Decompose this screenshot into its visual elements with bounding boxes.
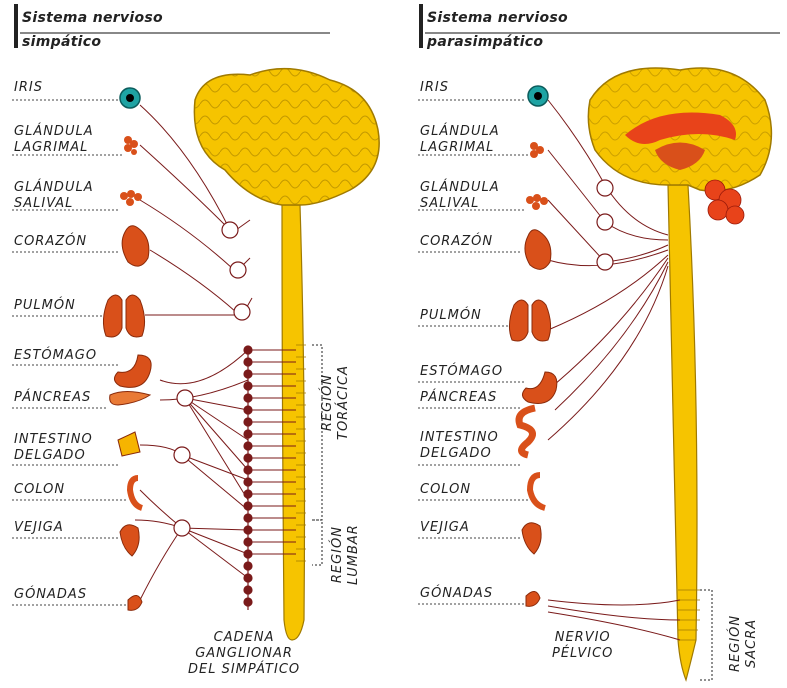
left-heart-icon <box>122 226 149 266</box>
right-label-iris: IRIS <box>420 80 449 96</box>
left-label-pancreas: PÁNCREAS <box>14 390 91 406</box>
right-lung-icon <box>509 300 550 341</box>
left-label-heart: CORAZÓN <box>14 234 87 250</box>
left-intestine-icon <box>118 432 140 456</box>
right-organs <box>509 86 556 606</box>
left-label-bladder: VEJIGA <box>14 520 64 536</box>
left-bladder-icon <box>120 525 139 556</box>
left-label-colon: COLON <box>14 482 65 498</box>
left-label-lung: PULMÓN <box>14 298 76 314</box>
right-brain-spinal-cord <box>588 68 771 680</box>
right-intestine-icon <box>519 408 535 455</box>
right-region-bracket <box>700 590 712 680</box>
left-label-stomach: ESTÓMAGO <box>14 348 97 364</box>
left-label-gonads: GÓNADAS <box>14 587 87 603</box>
right-lacrimal-gland-icon <box>530 142 544 158</box>
right-label-colon: COLON <box>420 482 471 498</box>
right-label-bladder: VEJIGA <box>420 520 470 536</box>
left-label-iris: IRIS <box>14 80 43 96</box>
left-colon-icon <box>130 478 142 508</box>
left-stomach-icon <box>114 355 151 387</box>
right-gonads-icon <box>526 591 540 606</box>
left-lung-icon <box>103 295 144 337</box>
right-label-pancreas: PÁNCREAS <box>420 390 497 406</box>
left-organs <box>103 88 151 610</box>
right-label-heart: CORAZÓN <box>420 234 493 250</box>
right-heart-icon <box>525 230 551 270</box>
left-iris-icon <box>120 88 140 108</box>
right-label-gonads: GÓNADAS <box>420 586 493 602</box>
right-colon-icon <box>530 475 545 508</box>
left-salivary-gland-icon <box>120 190 142 206</box>
right-bladder-icon <box>522 523 541 554</box>
right-label-lung: PULMÓN <box>420 308 482 324</box>
right-label-stomach: ESTÓMAGO <box>420 364 503 380</box>
right-salivary-gland-icon <box>526 194 548 210</box>
left-ganglia <box>174 222 250 536</box>
right-iris-icon <box>528 86 548 106</box>
right-stomach-icon <box>522 372 556 404</box>
left-gonads-icon <box>128 595 142 610</box>
right-ganglia <box>597 180 613 270</box>
left-lacrimal-gland-icon <box>124 136 138 155</box>
left-pancreas-icon <box>110 392 150 406</box>
